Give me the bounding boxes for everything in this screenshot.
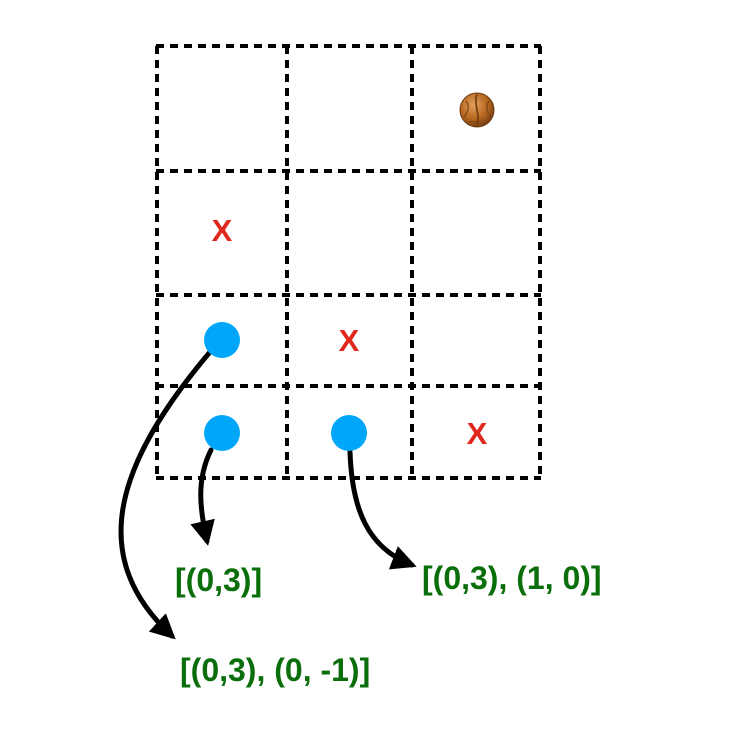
arrow-to-label-c — [118, 349, 213, 640]
x-mark: X — [339, 323, 360, 358]
x-mark: X — [467, 416, 488, 451]
label-c: [(0,3), (0, -1)] — [180, 652, 370, 688]
label-b: [(0,3), (1, 0)] — [422, 560, 602, 596]
dashed-grid — [155, 44, 542, 480]
blue-dot — [204, 415, 240, 451]
blue-dot — [204, 322, 240, 358]
walnut-icon — [459, 92, 495, 128]
x-mark: X — [212, 213, 233, 248]
x-marks: X X X — [212, 213, 488, 451]
dots — [204, 322, 367, 451]
arrow-to-label-a — [190, 447, 215, 546]
arrow-to-label-b — [347, 449, 417, 570]
arrows — [118, 349, 417, 640]
blue-dot — [331, 415, 367, 451]
label-a: [(0,3)] — [175, 562, 262, 598]
